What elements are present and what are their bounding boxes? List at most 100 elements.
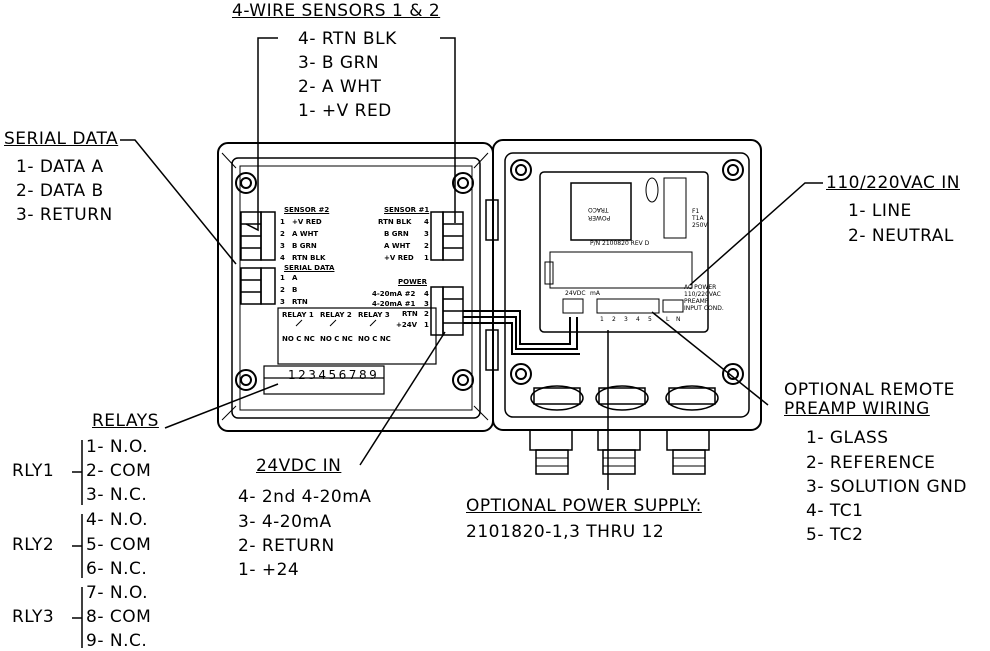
psu-ac2: 110/220VAC xyxy=(684,291,721,298)
psu-brand: TRACO xyxy=(588,206,609,213)
board-s2-p4: 4 xyxy=(280,254,285,262)
serial-title: SERIAL DATA xyxy=(4,129,119,149)
rly3-line-1: 7- N.O. xyxy=(86,583,149,603)
board-s1-p2: 3 xyxy=(424,230,429,238)
psu-t3: 3 xyxy=(624,316,628,323)
power-terminal xyxy=(430,286,464,336)
relays-title: RELAYS xyxy=(92,411,159,431)
preamp-line-2: 2- REFERENCE xyxy=(806,453,936,473)
psu-24vdc: 24VDC xyxy=(565,290,586,297)
rly2-line-3: 6- N.C. xyxy=(86,559,148,579)
board-s1-p4: 1 xyxy=(424,254,429,262)
relay-area xyxy=(263,307,437,395)
relay3-contacts: NO C NC xyxy=(358,335,391,343)
serial-line-1: 1- DATA A xyxy=(16,157,104,177)
rly2-line-1: 4- N.O. xyxy=(86,510,149,530)
board-sensor1-title: SENSOR #1 xyxy=(384,206,430,214)
serial-terminal xyxy=(240,267,276,305)
psu-pn: P/N 2100820 REV D xyxy=(590,240,650,247)
sensors-title: 4-WIRE SENSORS 1 & 2 xyxy=(232,1,441,21)
sensor2-terminal xyxy=(240,211,276,261)
rly1-label: RLY1 xyxy=(12,461,55,481)
board-s2-p1: 1 xyxy=(280,218,285,226)
left-enclosure xyxy=(217,142,494,432)
sensor-line-1: 1- +V RED xyxy=(298,101,392,121)
board-pw-p1: 4 xyxy=(424,290,429,298)
dc-line-2: 2- RETURN xyxy=(238,536,335,556)
relay1-title: RELAY 1 xyxy=(282,311,314,319)
relay1-contacts: NO C NC xyxy=(282,335,315,343)
relay2-contacts: NO C NC xyxy=(320,335,353,343)
rly3-line-3: 9- N.C. xyxy=(86,631,148,651)
board-pw-p2: 3 xyxy=(424,300,429,308)
dc-line-4: 4- 2nd 4-20mA xyxy=(238,487,372,507)
board-serial-title: SERIAL DATA xyxy=(284,264,335,272)
serial-line-3: 3- RETURN xyxy=(16,205,113,225)
right-enclosure xyxy=(492,139,762,431)
psu-word: POWER xyxy=(588,214,611,221)
sensor-line-4: 4- RTN BLK xyxy=(298,29,397,49)
psu-t4: 4 xyxy=(636,316,640,323)
relay-digits: 123456789 xyxy=(288,368,380,382)
preamp-title-1: OPTIONAL REMOTE xyxy=(784,380,955,400)
board-pw-l2: 4-20mA #1 xyxy=(372,300,416,308)
relay2-title: RELAY 2 xyxy=(320,311,352,319)
preamp-title-2: PREAMP WIRING xyxy=(784,399,930,419)
psu-preamp2: INPUT COND. xyxy=(684,305,724,312)
board-s1-l4: +V RED xyxy=(384,254,414,262)
board-serial-p1: 1 xyxy=(280,274,285,282)
board-s1-l1: RTN BLK xyxy=(378,218,412,226)
power-supply-board xyxy=(539,171,709,333)
psu-ac: AC POWER xyxy=(684,284,717,291)
psu-fuse-rating: T1A xyxy=(692,215,704,222)
board-pw-l4: +24V xyxy=(396,321,418,329)
dc-title: 24VDC IN xyxy=(256,456,342,476)
preamp-line-4: 4- TC1 xyxy=(806,501,864,521)
board-s1-p3: 2 xyxy=(424,242,429,250)
ac-line-1: 1- LINE xyxy=(848,201,912,221)
board-s2-p2: 2 xyxy=(280,230,285,238)
leader-lines xyxy=(72,37,823,648)
psu-part: 2101820-1,3 THRU 12 xyxy=(466,522,665,542)
psu-l: L xyxy=(666,316,670,323)
board-serial-l1: A xyxy=(292,274,298,282)
psu-fuse-v: 250V xyxy=(692,222,708,229)
board-sensor2-title: SENSOR #2 xyxy=(284,206,330,214)
board-s2-p3: 3 xyxy=(280,242,285,250)
board-s2-l3: B GRN xyxy=(292,242,317,250)
cable-glands-top xyxy=(530,385,719,411)
board-s1-l3: A WHT xyxy=(384,242,411,250)
board-pw-p4: 1 xyxy=(424,321,429,329)
sensor-line-3: 3- B GRN xyxy=(298,53,380,73)
board-serial-p3: 3 xyxy=(280,298,285,306)
board-power-title: POWER xyxy=(398,278,427,286)
dc-line-1: 1- +24 xyxy=(238,560,300,580)
power-wiring xyxy=(463,310,580,355)
board-serial-l2: B xyxy=(292,286,298,294)
board-s1-p1: 4 xyxy=(424,218,429,226)
psu-ma: mA xyxy=(590,290,600,297)
rly2-label: RLY2 xyxy=(12,535,55,555)
board-s2-l1: +V RED xyxy=(292,218,322,226)
ac-line-2: 2- NEUTRAL xyxy=(848,226,954,246)
board-s1-l2: B GRN xyxy=(384,230,409,238)
sensor-line-2: 2- A WHT xyxy=(298,77,382,97)
board-pw-l1: 4-20mA #2 xyxy=(372,290,416,298)
preamp-line-3: 3- SOLUTION GND xyxy=(806,477,967,497)
psu-n: N xyxy=(676,316,681,323)
rly1-line-3: 3- N.C. xyxy=(86,485,148,505)
psu-t1: 1 xyxy=(600,316,604,323)
cable-glands-bottom xyxy=(529,429,710,475)
rly3-line-2: 8- COM xyxy=(86,607,152,627)
psu-preamp: PREAMP xyxy=(684,298,709,305)
rly3-label: RLY3 xyxy=(12,607,55,627)
board-serial-l3: RTN xyxy=(292,298,308,306)
relay3-title: RELAY 3 xyxy=(358,311,390,319)
sensor1-terminal xyxy=(430,211,464,261)
rly1-line-1: 1- N.O. xyxy=(86,437,149,457)
relay-contact-ticks xyxy=(295,319,377,327)
rly1-line-2: 2- COM xyxy=(86,461,152,481)
board-serial-p2: 2 xyxy=(280,286,285,294)
rly2-line-2: 5- COM xyxy=(86,535,152,555)
ac-title: 110/220VAC IN xyxy=(826,173,960,193)
